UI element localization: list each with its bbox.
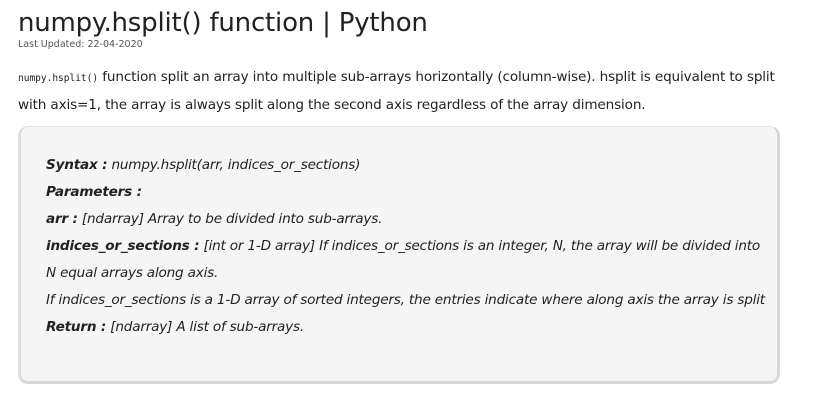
parameters-line: Parameters : <box>46 179 766 206</box>
syntax-label: Syntax : <box>46 157 108 173</box>
intro-text: function split an array into multiple su… <box>18 69 775 113</box>
inline-code: numpy.hsplit() <box>18 73 99 84</box>
parameters-label: Parameters : <box>46 184 142 200</box>
return-line: Return : [ndarray] A list of sub-arrays. <box>46 314 766 341</box>
indices-line: indices_or_sections : [int or 1-D array]… <box>46 233 766 287</box>
page-title: numpy.hsplit() function | Python <box>18 8 428 38</box>
arr-label: arr : <box>46 211 78 227</box>
syntax-box: Syntax : numpy.hsplit(arr, indices_or_se… <box>18 126 780 384</box>
article: numpy.hsplit() function | Python Last Up… <box>18 0 798 384</box>
indices-note: If indices_or_sections is a 1-D array of… <box>46 292 765 308</box>
last-updated: Last Updated: 22-04-2020 <box>18 39 143 50</box>
syntax-box-content: Syntax : numpy.hsplit(arr, indices_or_se… <box>46 152 766 341</box>
return-label: Return : <box>46 319 107 335</box>
indices-label: indices_or_sections : <box>46 238 200 254</box>
syntax-value: numpy.hsplit(arr, indices_or_sections) <box>107 157 361 173</box>
syntax-line: Syntax : numpy.hsplit(arr, indices_or_se… <box>46 152 766 179</box>
arr-value: [ndarray] Array to be divided into sub-a… <box>77 211 383 227</box>
intro-paragraph: numpy.hsplit() function split an array i… <box>18 64 798 119</box>
return-value: [ndarray] A list of sub-arrays. <box>106 319 304 335</box>
indices-value: [int or 1-D array] If indices_or_section… <box>46 238 761 281</box>
arr-line: arr : [ndarray] Array to be divided into… <box>46 206 766 233</box>
